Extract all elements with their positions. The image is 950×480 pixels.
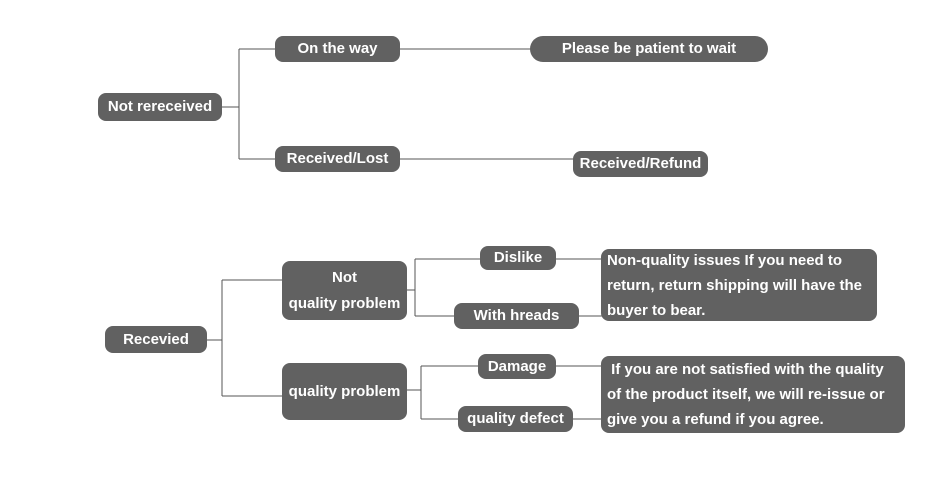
not-quality-line2: quality problem xyxy=(288,294,401,312)
quality-defect-node: quality defect xyxy=(458,406,573,432)
received-refund-label: Received/Refund xyxy=(579,155,702,172)
not-received-label: Not rereceived xyxy=(107,98,213,115)
connector-not-quality-note xyxy=(555,258,602,317)
quality-note-line1: If you are not satisfied with the qualit… xyxy=(607,361,884,378)
received-node: Recevied xyxy=(105,326,207,353)
quality-note-line2: of the product itself, we will re-issue … xyxy=(607,386,885,403)
received-refund-node: Received/Refund xyxy=(573,151,708,177)
connector-not-received-trunk xyxy=(222,48,276,160)
connector-received-lost xyxy=(399,158,575,164)
non-quality-note-line3: buyer to bear. xyxy=(607,301,706,319)
dislike-node: Dislike xyxy=(480,246,556,270)
dislike-label: Dislike xyxy=(493,249,543,266)
connector-received-trunk xyxy=(206,279,283,397)
received-label: Recevied xyxy=(123,330,189,348)
non-quality-note-line2: return, return shipping will have the xyxy=(607,276,863,294)
quality-note-line3: give you a refund if you agree. xyxy=(607,411,824,428)
on-the-way-node: On the way xyxy=(275,36,400,62)
received-lost-node: Received/Lost xyxy=(275,146,400,172)
not-quality-line1: Not xyxy=(332,268,357,286)
not-received-node: Not rereceived xyxy=(98,93,222,121)
damage-label: Damage xyxy=(487,357,547,375)
non-quality-note-node: Non-quality issues If you need to return… xyxy=(601,249,877,321)
patient-wait-node: Please be patient to wait xyxy=(530,36,768,62)
quality-problem-label: quality problem xyxy=(288,382,401,400)
damage-node: Damage xyxy=(478,354,556,379)
received-lost-label: Received/Lost xyxy=(286,150,389,167)
with-hreads-label: With hreads xyxy=(473,307,560,324)
quality-note-node: If you are not satisfied with the qualit… xyxy=(601,356,905,433)
connector-quality xyxy=(406,365,479,420)
with-hreads-node: With hreads xyxy=(454,303,579,329)
patient-wait-label: Please be patient to wait xyxy=(561,40,737,57)
on-the-way-label: On the way xyxy=(297,40,378,57)
quality-problem-node: quality problem xyxy=(282,363,407,420)
quality-defect-label: quality defect xyxy=(467,410,564,427)
connector-quality-note xyxy=(555,365,602,420)
connector-not-quality xyxy=(406,258,481,317)
non-quality-note-line1: Non-quality issues If you need to xyxy=(607,251,843,269)
not-quality-problem-node: Not quality problem xyxy=(282,261,407,320)
